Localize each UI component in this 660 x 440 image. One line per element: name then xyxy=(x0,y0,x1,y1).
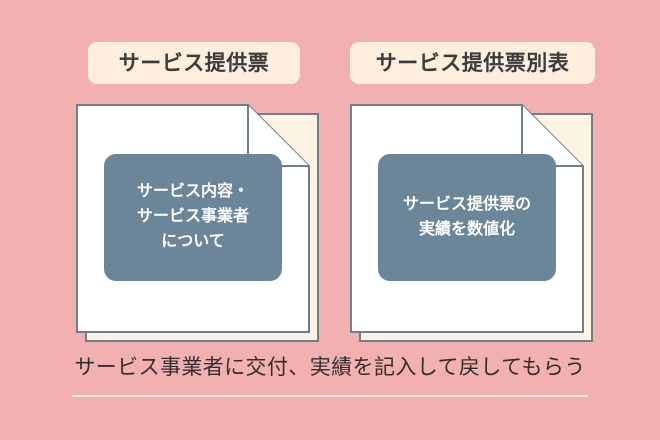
caption-text: サービス事業者に交付、実績を記入して戻してもらう xyxy=(74,356,586,379)
document-label-text-2: サービス提供票別表 xyxy=(375,51,570,75)
document-label-pill-2: サービス提供票別表 xyxy=(350,42,595,84)
inner-box-line: サービス提供票の xyxy=(402,195,531,213)
document-inner-box-1: サービス内容・ サービス事業者 について xyxy=(104,154,282,281)
document-label-text-1: サービス提供票 xyxy=(118,51,270,75)
document-label-pill-1: サービス提供票 xyxy=(88,42,300,84)
inner-box-line: 実績を数値化 xyxy=(418,220,515,238)
inner-box-line: サービス内容・ xyxy=(136,183,249,201)
document-card-1: サービス内容・ サービス事業者 について xyxy=(76,104,320,342)
document-card-2: サービス提供票の 実績を数値化 xyxy=(350,104,594,342)
caption-divider xyxy=(72,395,588,397)
inner-box-line: サービス事業者 xyxy=(136,208,249,226)
inner-box-line: について xyxy=(161,232,225,250)
document-inner-box-2: サービス提供票の 実績を数値化 xyxy=(378,154,556,281)
